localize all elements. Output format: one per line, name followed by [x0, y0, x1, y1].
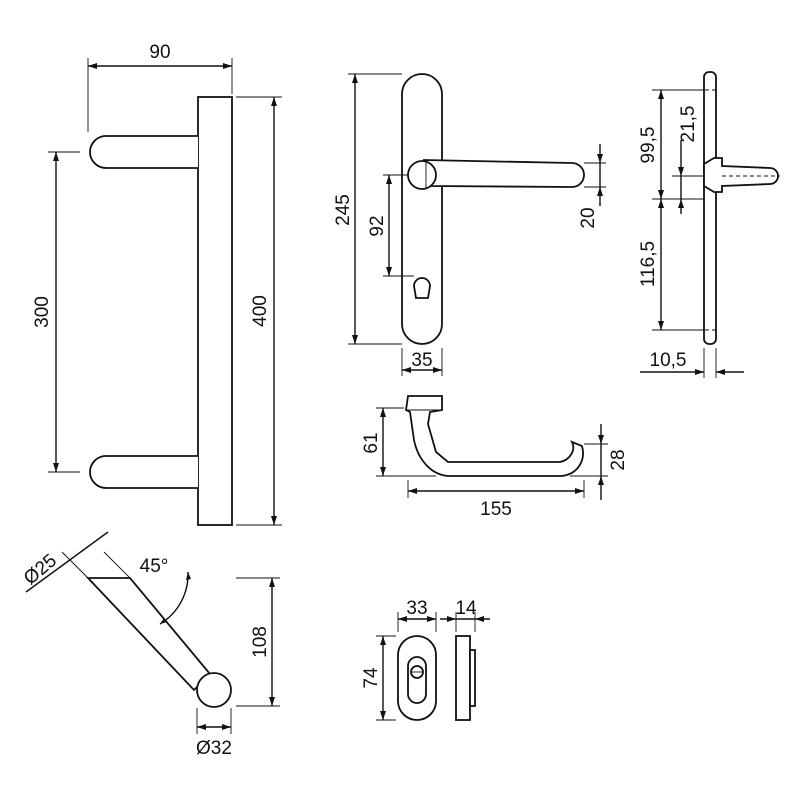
dim-35-label: 35 — [411, 350, 432, 371]
dim-33-label: 33 — [406, 598, 427, 619]
profile-cylinder-hole — [413, 277, 431, 299]
dim-400-label: 400 — [250, 295, 271, 327]
dim-116-5-label: 116,5 — [638, 241, 659, 287]
dim-28-label: 28 — [608, 449, 629, 470]
lever-top-profile — [405, 395, 584, 477]
bar-section-circle — [196, 672, 232, 708]
side-lever — [703, 157, 779, 193]
cylinder-guard-side-step — [469, 649, 476, 707]
dim-45-label: 45° — [140, 556, 169, 577]
dim-32-label: Ø32 — [196, 738, 232, 759]
dim-99-5-label: 99,5 — [638, 127, 659, 164]
pull-handle-lower-leg — [89, 455, 198, 489]
backplate — [401, 73, 443, 345]
cylinder-guard-opening — [407, 656, 427, 704]
cylinder-guard-side — [455, 635, 471, 721]
dim-25-label: Ø25 — [20, 550, 61, 589]
cylinder-guard-views: 33 14 74 — [361, 598, 490, 721]
lever-rose — [407, 160, 437, 190]
dim-21-5-label: 21,5 — [678, 106, 699, 143]
dim-14-label: 14 — [455, 598, 477, 619]
lever-plate-side-view: 99,5 21,5 116,5 10,5 — [638, 71, 780, 378]
dim-155-label: 155 — [480, 499, 512, 520]
pull-handle-upper-leg — [89, 135, 198, 169]
side-plate — [703, 71, 717, 345]
lever-arm — [422, 159, 585, 188]
pull-handle-bar — [197, 96, 233, 526]
dim-245-label: 245 — [333, 194, 354, 226]
lever-top-view: 61 28 155 — [361, 395, 629, 520]
pull-handle-front-view: 90 300 400 — [32, 42, 282, 526]
dim-10-5-label: 10,5 — [650, 350, 687, 371]
dim-108-label: 108 — [250, 626, 271, 658]
pull-handle-side-view: Ø25 45° 108 Ø32 — [20, 531, 280, 759]
angled-standoff — [85, 577, 212, 692]
lever-plate-front-view: 245 92 35 20 — [333, 73, 606, 376]
dim-92-label: 92 — [367, 215, 388, 236]
dim-61-label: 61 — [361, 432, 382, 453]
dim-90-label: 90 — [149, 42, 170, 63]
dim-74-label: 74 — [361, 667, 382, 689]
dim-300-label: 300 — [32, 296, 53, 328]
dim-20-label: 20 — [578, 207, 599, 228]
angle-arc-45 — [159, 571, 189, 625]
dim-line-25 — [25, 531, 109, 593]
